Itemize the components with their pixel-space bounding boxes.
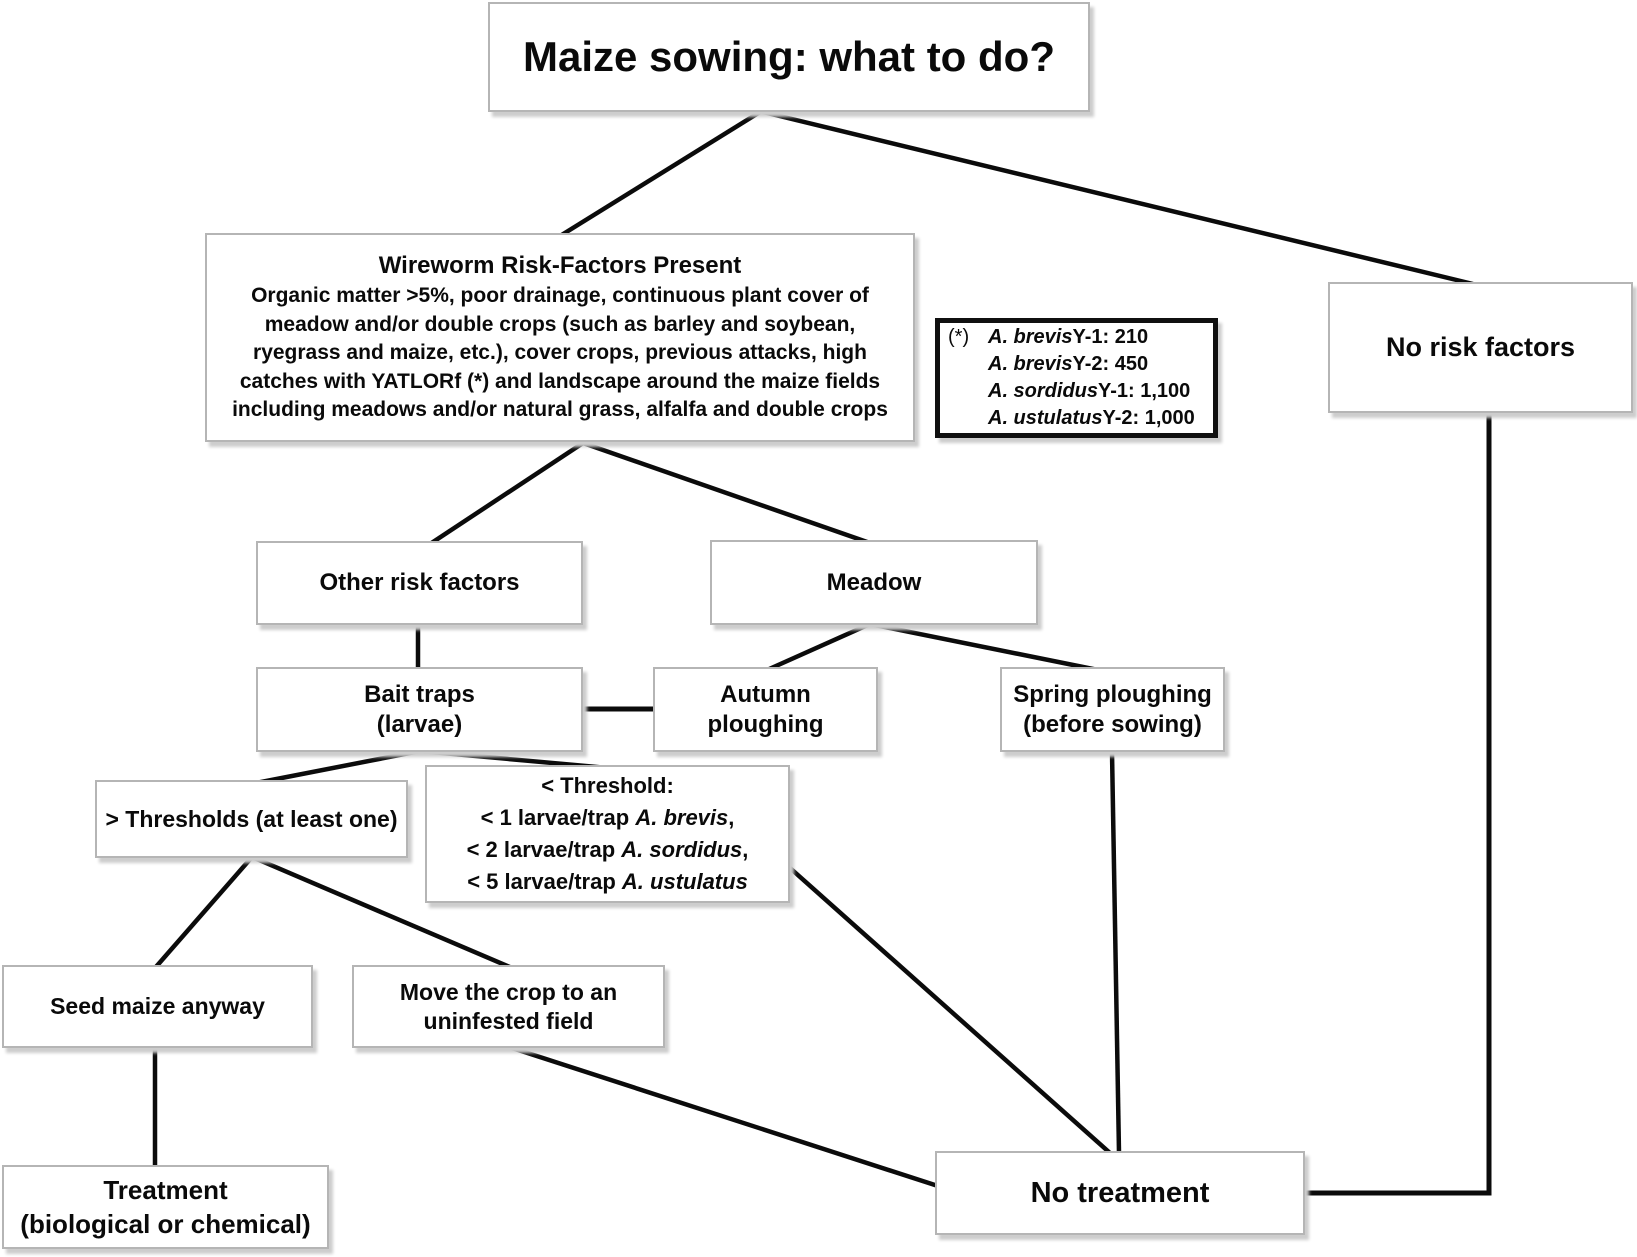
node-treatment: Treatment (biological or chemical)	[2, 1165, 329, 1249]
edge-gt-to-move	[251, 854, 513, 971]
legend-line: (*) A. brevis Y-1: 210	[948, 324, 1148, 351]
legend-value: Y-1: 1,100	[1098, 380, 1191, 402]
threshold-line: < 5 larvae/trap A. ustulatus	[467, 869, 748, 894]
edge-title-to-wireworm	[558, 110, 762, 238]
edge-spring-to-notreatment	[1109, 751, 1122, 1154]
edge-norisk-to-notreatment	[1303, 413, 1492, 1196]
species-name: A. brevis	[988, 326, 1073, 348]
page-title: Maize sowing: what to do?	[523, 33, 1055, 80]
node-move-crop: Move the crop to an uninfested field	[352, 965, 665, 1048]
asterisk-marker: (*)	[948, 326, 970, 348]
legend-line: A. sordidus Y-1: 1,100	[948, 378, 1190, 405]
species-name: A. sordidus	[621, 837, 743, 862]
node-other-risk-factors: Other risk factors	[256, 541, 583, 625]
edge-bait-to-gt	[255, 748, 421, 786]
legend-value: Y-1: 210	[1072, 326, 1149, 348]
edge-wireworm-to-otherrisk	[428, 441, 585, 546]
threshold-line: < 2 larvae/trap A. sordidus,	[466, 837, 749, 862]
legend-line: A. ustulatus Y-2: 1,000	[948, 405, 1195, 432]
yatlorf-legend: (*) A. brevis Y-1: 210 A. brevis Y-2: 450…	[935, 318, 1218, 438]
node-wireworm-risk-factors: Wireworm Risk-Factors Present Organic ma…	[205, 233, 915, 442]
node-above-thresholds: > Thresholds (at least one)	[95, 780, 408, 858]
node-seed-maize-anyway: Seed maize anyway	[2, 965, 313, 1048]
species-name: A. ustulatus	[988, 407, 1103, 429]
species-name: A. sordidus	[988, 380, 1099, 402]
wireworm-body: Organic matter >5%, poor drainage, conti…	[232, 284, 888, 422]
wireworm-title: Wireworm Risk-Factors Present	[378, 252, 742, 280]
node-bait-traps: Bait traps (larvae)	[256, 667, 583, 752]
edge-move-to-notreatment	[511, 1045, 939, 1189]
threshold-line: < 1 larvae/trap A. brevis,	[480, 805, 735, 830]
node-autumn-ploughing: Autumn ploughing	[653, 667, 878, 752]
legend-value: Y-2: 450	[1072, 353, 1149, 375]
species-name: A. brevis	[635, 805, 729, 830]
edge-meadow-to-spring	[869, 621, 1099, 673]
legend-line: A. brevis Y-2: 450	[948, 351, 1148, 378]
node-spring-ploughing: Spring ploughing (before sowing)	[1000, 667, 1225, 752]
node-no-treatment: No treatment	[935, 1151, 1305, 1235]
legend-value: Y-2: 1,000	[1102, 407, 1195, 429]
edge-gt-to-seed	[153, 855, 254, 970]
edge-meadow-to-autumn	[766, 621, 871, 673]
node-no-risk-factors: No risk factors	[1328, 282, 1633, 413]
species-name: A. brevis	[988, 353, 1073, 375]
edge-wireworm-to-meadow	[582, 440, 871, 546]
edge-lt-to-notreatment	[788, 866, 1112, 1155]
node-below-threshold: < Threshold: < 1 larvae/trap A. brevis, …	[425, 765, 790, 903]
species-name: A. ustulatus	[621, 869, 748, 894]
node-title: Maize sowing: what to do?	[488, 2, 1090, 112]
edge-title-to-norisk	[762, 109, 1474, 287]
node-meadow: Meadow	[710, 540, 1038, 625]
threshold-title: < Threshold:	[541, 773, 674, 798]
